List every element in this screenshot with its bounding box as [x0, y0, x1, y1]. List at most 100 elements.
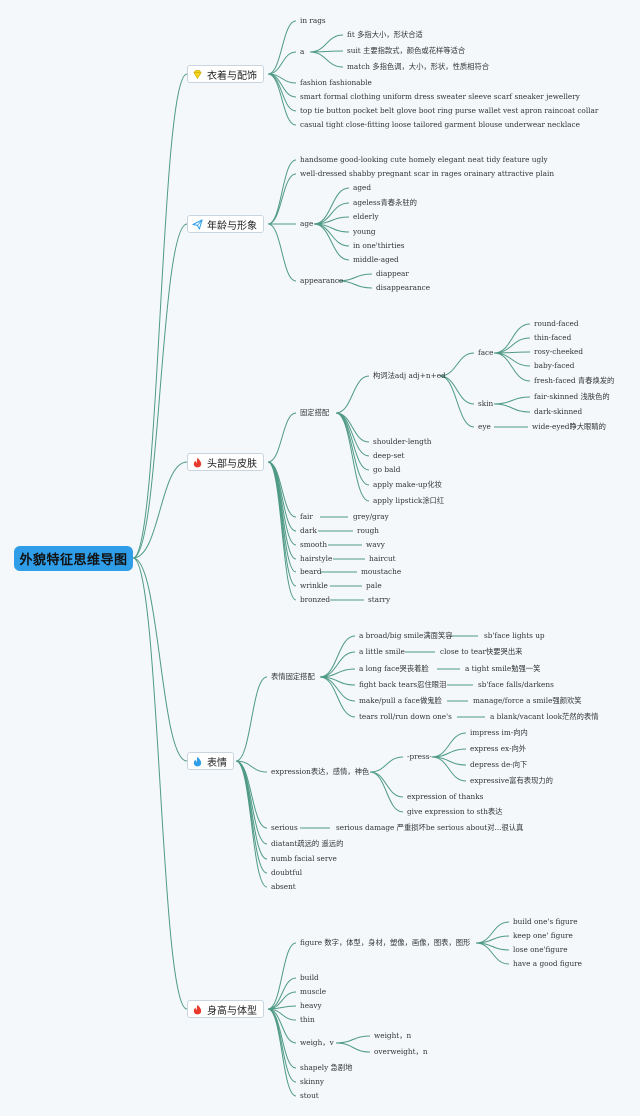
topic-face: face	[478, 348, 494, 357]
connector	[132, 461, 188, 559]
topic-overweight: overweight，n	[374, 1047, 428, 1056]
topic-fit: fit 多指大小，形状合适	[347, 30, 423, 39]
topic-elderly: elderly	[353, 212, 379, 221]
topic-in-rags: in rags	[300, 16, 326, 25]
topic-fashion: fashion fashionable	[300, 78, 372, 87]
branch-label: 年龄与形象	[207, 220, 257, 232]
connector	[267, 223, 297, 282]
connector	[267, 159, 297, 225]
paper-plane-icon	[192, 218, 203, 230]
connector	[132, 73, 188, 559]
branch-label: 身高与体型	[207, 1005, 257, 1017]
topic-casual: casual tight close-fitting loose tailore…	[300, 120, 580, 129]
connector	[369, 771, 404, 813]
topic-eye: eye	[478, 422, 491, 431]
connector	[267, 51, 297, 75]
connector	[335, 1042, 371, 1053]
branch-clothing[interactable]: 衣着与配饰	[187, 65, 264, 83]
topic-moustache: moustache	[361, 567, 402, 576]
connector	[267, 20, 297, 75]
topic-expressive: expressive富有表现力的	[470, 776, 553, 785]
branch-head-skin[interactable]: 头部与皮肤	[187, 453, 264, 471]
topic-shapely: shapely 急剧地	[300, 1063, 353, 1072]
topic-numb: numb facial serve	[271, 854, 337, 863]
connector	[319, 676, 356, 718]
topic-impress: impress im-向内	[470, 728, 528, 737]
topic-fair: fair	[300, 512, 313, 521]
branch-label: 衣着与配饰	[207, 70, 257, 82]
topic-face-lights-up: sb'face lights up	[484, 631, 545, 640]
topic-smooth: smooth	[300, 540, 328, 549]
topic-grey: grey/gray	[353, 512, 389, 521]
topic-diatant: diatant疏远的 遥远的	[271, 839, 344, 848]
topic-fair-skinned: fair-skinned 浅肤色的	[534, 392, 610, 401]
connector	[235, 760, 268, 860]
topic-appearance: appearance	[300, 276, 344, 285]
topic-fight-tears: fight back tears忍住眼泪	[359, 680, 447, 689]
topic-thin: thin	[300, 1015, 315, 1024]
branch-expression[interactable]: 表情	[187, 752, 234, 770]
connector	[439, 375, 475, 428]
topic-thirties: in one'thirties	[353, 241, 405, 250]
topic-smart: smart formal clothing uniform dress swea…	[300, 92, 580, 101]
connector	[313, 187, 350, 225]
connector	[267, 1008, 297, 1097]
connector	[267, 977, 297, 1010]
topic-weight: weight，n	[374, 1031, 412, 1040]
topic-tight-smile: a tight smile勉强一笑	[465, 664, 541, 673]
topic-depress: depress de-向下	[470, 760, 528, 769]
connector	[309, 34, 344, 53]
topic-apply-makeup: apply make-up化妆	[373, 480, 442, 489]
connector	[439, 352, 475, 377]
branch-height-body[interactable]: 身高与体型	[187, 1000, 264, 1018]
connector	[267, 173, 297, 225]
branch-age-image[interactable]: 年龄与形象	[187, 215, 264, 233]
topic-serious: serious	[271, 823, 298, 832]
topic-skin: skin	[478, 399, 494, 408]
topic-expression-fixed: 表情固定搭配	[271, 672, 315, 681]
topic-starry: starry	[368, 595, 391, 604]
connector	[493, 352, 531, 367]
topic-handsome: handsome good-looking cute homely elegan…	[300, 155, 548, 164]
topic-dark: dark	[300, 526, 317, 535]
connector	[267, 73, 297, 126]
topic-round-faced: round-faced	[534, 319, 579, 328]
topic-aged: aged	[353, 183, 372, 192]
topic-muscle: muscle	[300, 987, 327, 996]
connector	[319, 635, 356, 678]
topic-rosy-cheeked: rosy-cheeked	[534, 347, 584, 356]
topic-wrinkle: wrinkle	[300, 581, 328, 590]
connector	[335, 412, 370, 486]
topic-force-smile: manage/force a smile强颜欢笑	[473, 696, 582, 705]
connector	[335, 375, 370, 414]
topic-fixed-collocation: 固定搭配	[300, 408, 330, 417]
connector	[335, 412, 370, 502]
topic-doubtful: doubtful	[271, 868, 303, 877]
topic-word-formation: 构词法adj adj+n+ed	[373, 371, 446, 380]
connector	[337, 280, 373, 289]
topic-age: age	[300, 219, 314, 228]
topic-suit: suit 主要指款式，颜色或花样等适合	[347, 46, 466, 55]
topic-bronzed: bronzed	[300, 595, 331, 604]
topic-heavy: heavy	[300, 1001, 322, 1010]
topic-good-figure: have a good figure	[513, 959, 582, 968]
topic-fresh-faced: fresh-faced 青春焕发的	[534, 376, 615, 385]
connector	[309, 51, 344, 68]
topic-ageless: ageless青春永驻的	[353, 198, 417, 207]
topic-young: young	[353, 227, 376, 236]
topic-serious-damage: serious damage 严重损坏be serious about对...很…	[336, 823, 524, 832]
diamond-icon	[193, 69, 202, 79]
connector	[335, 412, 370, 443]
topic-rough: rough	[357, 526, 379, 535]
root-title: 外貌特征思维导图	[14, 546, 133, 571]
topic-a: a	[300, 47, 305, 56]
topic-wide-eyed: wide-eyed睁大眼睛的	[532, 422, 606, 431]
connector	[319, 651, 356, 678]
connector	[335, 1035, 371, 1044]
connector	[493, 396, 531, 405]
topic-disappearance: disappearance	[376, 283, 431, 292]
connector	[267, 461, 297, 560]
branch-label: 头部与皮肤	[207, 458, 257, 470]
branch-label: 表情	[207, 757, 227, 769]
